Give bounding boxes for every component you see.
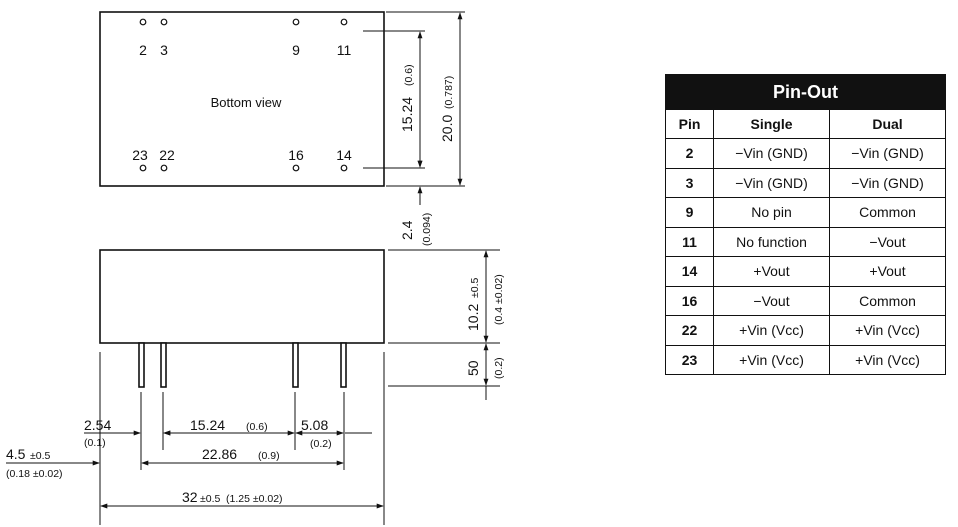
pin-hole-2 bbox=[139, 18, 147, 26]
pin-hole-3 bbox=[160, 18, 168, 26]
cell-dual: +Vin (Vcc) bbox=[829, 315, 946, 346]
pin-hole-14 bbox=[340, 164, 348, 172]
dim-2-54: 2.54 bbox=[84, 417, 111, 433]
pin-label-3: 3 bbox=[160, 42, 168, 58]
table-row: 2 −Vin (GND) −Vin (GND) bbox=[665, 138, 946, 169]
side-pin-2 bbox=[160, 342, 167, 388]
pinout-table: Pin-Out Pin Single Dual 2 −Vin (GND) −Vi… bbox=[665, 74, 946, 375]
dim-20-0-in: (0.787) bbox=[443, 76, 455, 109]
table-row: 16 −Vout Common bbox=[665, 285, 946, 316]
dim-32-tol: ±0.5 bbox=[200, 493, 221, 505]
dim-4-5-tol: ±0.5 bbox=[30, 450, 51, 462]
cell-dual: +Vout bbox=[829, 256, 946, 287]
dim-32: 32 bbox=[182, 489, 198, 505]
cell-pin: 3 bbox=[665, 167, 714, 198]
dim-22-86: 22.86 bbox=[202, 446, 237, 462]
pin-label-16: 16 bbox=[288, 147, 304, 163]
dim-2-54-in: (0.1) bbox=[84, 437, 106, 449]
pinout-title: Pin-Out bbox=[665, 74, 946, 110]
table-row: 23 +Vin (Vcc) +Vin (Vcc) bbox=[665, 344, 946, 375]
dim-15-24-side-in: (0.6) bbox=[246, 421, 268, 433]
cell-single: No pin bbox=[713, 197, 830, 228]
header-dual: Dual bbox=[829, 109, 946, 139]
cell-pin: 2 bbox=[665, 138, 714, 169]
dim-5-08: 5.08 bbox=[301, 417, 328, 433]
pin-hole-11 bbox=[340, 18, 348, 26]
dim-32-in: (1.25 ±0.02) bbox=[226, 493, 283, 505]
side-pin-4 bbox=[340, 342, 347, 388]
pin-label-2: 2 bbox=[139, 42, 147, 58]
table-row: 11 No function −Vout bbox=[665, 226, 946, 257]
cell-pin: 14 bbox=[665, 256, 714, 287]
cell-pin: 23 bbox=[665, 344, 714, 375]
dim-4-5-in: (0.18 ±0.02) bbox=[6, 468, 63, 480]
cell-dual: Common bbox=[829, 197, 946, 228]
bottom-view-label: Bottom view bbox=[211, 95, 282, 110]
pin-hole-9 bbox=[292, 18, 300, 26]
cell-single: +Vout bbox=[713, 256, 830, 287]
table-row: 3 −Vin (GND) −Vin (GND) bbox=[665, 167, 946, 198]
pin-hole-16 bbox=[292, 164, 300, 172]
cell-dual: +Vin (Vcc) bbox=[829, 344, 946, 375]
cell-dual: −Vin (GND) bbox=[829, 138, 946, 169]
dim-50-in: (0.2) bbox=[493, 357, 505, 379]
cell-single: +Vin (Vcc) bbox=[713, 344, 830, 375]
cell-single: −Vin (GND) bbox=[713, 167, 830, 198]
cell-single: +Vin (Vcc) bbox=[713, 315, 830, 346]
cell-pin: 22 bbox=[665, 315, 714, 346]
table-row: 22 +Vin (Vcc) +Vin (Vcc) bbox=[665, 315, 946, 346]
pin-hole-23 bbox=[139, 164, 147, 172]
dim-10-2: 10.2 bbox=[465, 304, 481, 331]
cell-single: −Vin (GND) bbox=[713, 138, 830, 169]
pin-label-11: 11 bbox=[337, 42, 352, 58]
bottom-view-outline bbox=[99, 11, 385, 187]
side-view-outline bbox=[99, 249, 385, 344]
dim-2-4-in: (0.094) bbox=[421, 213, 433, 246]
dim-50: 50 bbox=[465, 360, 481, 376]
cell-dual: −Vout bbox=[829, 226, 946, 257]
table-row: 14 +Vout +Vout bbox=[665, 256, 946, 287]
header-pin: Pin bbox=[665, 109, 714, 139]
cell-pin: 11 bbox=[665, 226, 714, 257]
cell-dual: −Vin (GND) bbox=[829, 167, 946, 198]
dim-10-2-in: (0.4 ±0.02) bbox=[493, 274, 505, 325]
pin-label-14: 14 bbox=[336, 147, 352, 163]
dim-5-08-in: (0.2) bbox=[310, 438, 332, 450]
dim-22-86-in: (0.9) bbox=[258, 450, 280, 462]
table-row: 9 No pin Common bbox=[665, 197, 946, 228]
side-pin-3 bbox=[292, 342, 299, 388]
pin-label-22: 22 bbox=[159, 147, 175, 163]
cell-dual: Common bbox=[829, 285, 946, 316]
dim-4-5: 4.5 bbox=[6, 446, 26, 462]
pin-label-9: 9 bbox=[292, 42, 300, 58]
pin-hole-22 bbox=[160, 164, 168, 172]
dim-20-0: 20.0 bbox=[439, 115, 455, 142]
pin-label-23: 23 bbox=[132, 147, 148, 163]
header-single: Single bbox=[713, 109, 830, 139]
cell-pin: 16 bbox=[665, 285, 714, 316]
dim-15-24: 15.24 bbox=[399, 97, 415, 132]
cell-single: No function bbox=[713, 226, 830, 257]
dim-10-2-tol: ±0.5 bbox=[469, 277, 481, 298]
cell-single: −Vout bbox=[713, 285, 830, 316]
dim-15-24-in: (0.6) bbox=[403, 64, 415, 86]
dim-15-24-side: 15.24 bbox=[190, 417, 225, 433]
cell-pin: 9 bbox=[665, 197, 714, 228]
dim-2-4: 2.4 bbox=[399, 220, 415, 240]
side-pin-1 bbox=[138, 342, 145, 388]
